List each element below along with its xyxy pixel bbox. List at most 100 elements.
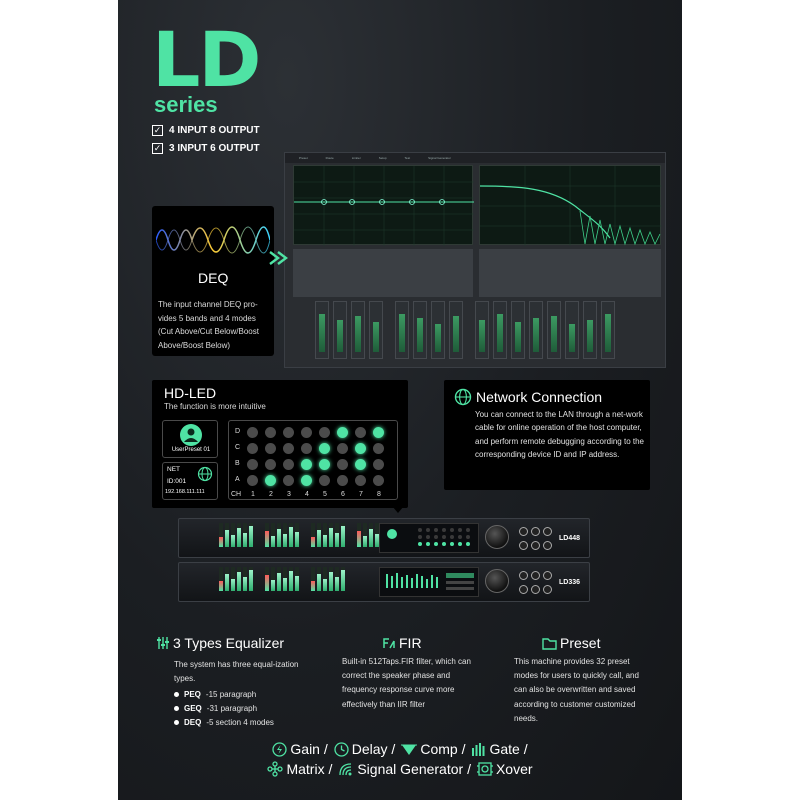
net-label: NET bbox=[167, 466, 180, 473]
rotary-knob[interactable] bbox=[485, 525, 509, 549]
deq-title: DEQ bbox=[198, 270, 229, 286]
eq-graph-grid bbox=[294, 166, 474, 246]
network-card: Network Connection You can connect to th… bbox=[444, 380, 650, 490]
led-channel-number: 3 bbox=[287, 491, 291, 498]
led-dot bbox=[319, 443, 330, 454]
equalizer-item: GEQ -31 paragraph bbox=[174, 701, 336, 715]
net-info-card: NET ID:001 192.168.111.111 bbox=[162, 462, 218, 500]
user-icon bbox=[180, 424, 202, 446]
level-meter bbox=[311, 523, 315, 547]
user-preset-label: UserPreset 01 bbox=[171, 447, 211, 453]
brand-title: LD bbox=[152, 15, 262, 104]
led-dot bbox=[301, 475, 312, 486]
channel-strip bbox=[583, 301, 597, 359]
equalizer-title: 3 Types Equalizer bbox=[173, 635, 285, 651]
channel-strip bbox=[529, 301, 543, 359]
user-preset-card: UserPreset 01 bbox=[162, 420, 218, 458]
function-button[interactable] bbox=[519, 527, 528, 536]
level-meter bbox=[237, 523, 241, 547]
deq-card: DEQ The input channel DEQ pro-vides 5 ba… bbox=[152, 206, 274, 356]
led-matrix: D C B A CH 1 2 3 4 5 6 7 8 bbox=[228, 420, 398, 500]
function-gain: Gain / bbox=[272, 741, 328, 757]
function-button[interactable] bbox=[531, 541, 540, 550]
function-button[interactable] bbox=[531, 527, 540, 536]
software-tab: Test bbox=[404, 156, 411, 160]
equalizer-item: DEQ -5 section 4 modes bbox=[174, 715, 336, 729]
led-dot bbox=[337, 427, 348, 438]
level-meter bbox=[375, 523, 379, 547]
level-meter bbox=[265, 523, 269, 547]
level-meter bbox=[225, 523, 229, 547]
led-dot bbox=[301, 459, 312, 470]
gain-icon bbox=[272, 741, 288, 757]
function-delay: Delay / bbox=[334, 741, 395, 757]
function-button[interactable] bbox=[519, 571, 528, 580]
checkmark-icon: ✓ bbox=[152, 143, 163, 154]
software-tab: Limiter bbox=[351, 156, 361, 160]
led-channel-number: 4 bbox=[305, 491, 309, 498]
led-dot bbox=[265, 475, 276, 486]
function-button[interactable] bbox=[519, 585, 528, 594]
unit-display bbox=[379, 523, 479, 553]
led-channel-number: 1 bbox=[251, 491, 255, 498]
function-button[interactable] bbox=[531, 585, 540, 594]
equalizer-intro: The system has three equal-ization types… bbox=[174, 660, 299, 684]
check-label: 3 INPUT 6 OUTPUT bbox=[169, 143, 260, 154]
level-meter bbox=[237, 567, 241, 591]
function-gate: Gate / bbox=[471, 741, 528, 757]
channel-strip bbox=[315, 301, 329, 359]
level-meter bbox=[295, 567, 299, 591]
led-dot bbox=[301, 427, 312, 438]
led-ch-label: CH bbox=[231, 491, 242, 498]
function-button[interactable] bbox=[543, 585, 552, 594]
software-tab: Setup bbox=[378, 156, 387, 160]
level-meter bbox=[283, 523, 287, 547]
matrix-icon bbox=[267, 761, 284, 777]
function-button[interactable] bbox=[519, 541, 528, 550]
function-button[interactable] bbox=[531, 571, 540, 580]
function-button[interactable] bbox=[543, 571, 552, 580]
folder-icon bbox=[542, 637, 557, 650]
rotary-knob[interactable] bbox=[485, 569, 509, 593]
level-meter bbox=[369, 523, 373, 547]
led-row-label: D bbox=[235, 428, 241, 435]
led-dot bbox=[283, 475, 294, 486]
led-dot bbox=[355, 459, 366, 470]
channel-strip bbox=[333, 301, 347, 359]
level-meter bbox=[323, 567, 327, 591]
led-dot bbox=[337, 443, 348, 454]
fir-graph-curve bbox=[479, 166, 662, 246]
level-meter bbox=[219, 523, 223, 547]
network-title: Network Connection bbox=[476, 389, 603, 405]
level-meter bbox=[341, 523, 345, 547]
fir-icon bbox=[383, 638, 395, 649]
clock-icon bbox=[334, 741, 349, 757]
channel-strip bbox=[547, 301, 561, 359]
channel-strip bbox=[601, 301, 615, 359]
level-meter bbox=[311, 567, 315, 591]
globe-icon bbox=[454, 388, 472, 406]
display-led-dots bbox=[387, 528, 470, 546]
led-dot bbox=[247, 443, 258, 454]
level-meter bbox=[283, 567, 287, 591]
function-comp: Comp / bbox=[401, 741, 465, 757]
hardware-unit-1: LD448 bbox=[178, 518, 590, 558]
check-label: 4 INPUT 8 OUTPUT bbox=[169, 125, 260, 136]
led-channel-number: 8 bbox=[377, 491, 381, 498]
level-meters bbox=[219, 523, 391, 547]
channel-strip bbox=[511, 301, 525, 359]
display-eq-bars bbox=[386, 573, 474, 590]
function-button[interactable] bbox=[543, 527, 552, 536]
led-dot bbox=[337, 459, 348, 470]
hdled-title: HD-LED bbox=[164, 385, 217, 401]
fir-description: Built-in 512Taps.FIR filter, which can c… bbox=[342, 657, 471, 709]
software-screenshot: Preset Route Limiter Setup Test Signal G… bbox=[284, 152, 666, 368]
led-dot bbox=[373, 475, 384, 486]
fir-graph bbox=[479, 165, 662, 246]
equalizer-section: 3 Types Equalizer The system has three e… bbox=[156, 635, 336, 729]
function-button[interactable] bbox=[543, 541, 552, 550]
channel-strip bbox=[395, 301, 409, 359]
led-dot bbox=[283, 459, 294, 470]
level-meter bbox=[243, 523, 247, 547]
fir-section: FIR Built-in 512Taps.FIR filter, which c… bbox=[342, 635, 478, 712]
